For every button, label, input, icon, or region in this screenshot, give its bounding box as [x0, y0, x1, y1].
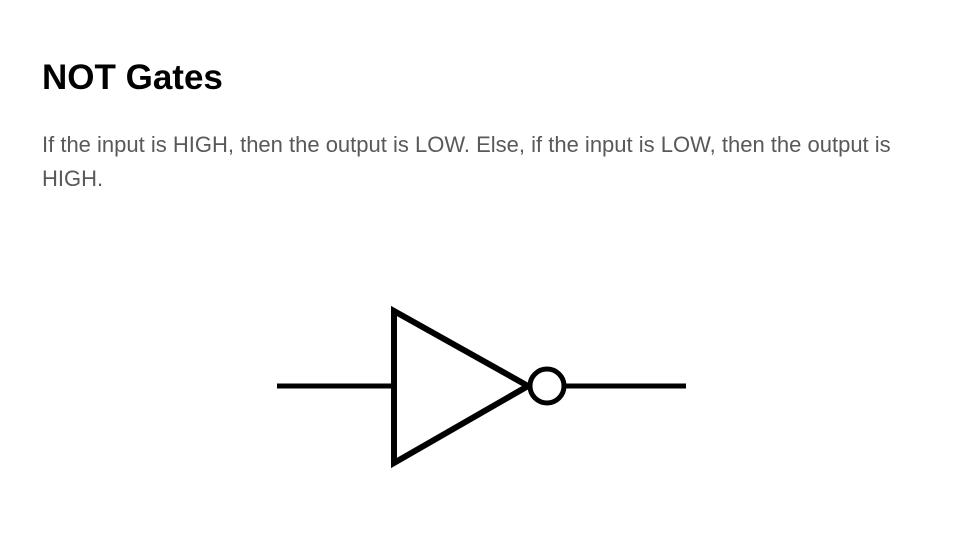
slide-body-text: If the input is HIGH, then the output is…: [42, 132, 891, 191]
not-gate-diagram: [277, 305, 686, 469]
inversion-bubble: [527, 366, 567, 406]
buffer-triangle: [391, 305, 535, 469]
slide-title: NOT Gates: [42, 58, 223, 97]
